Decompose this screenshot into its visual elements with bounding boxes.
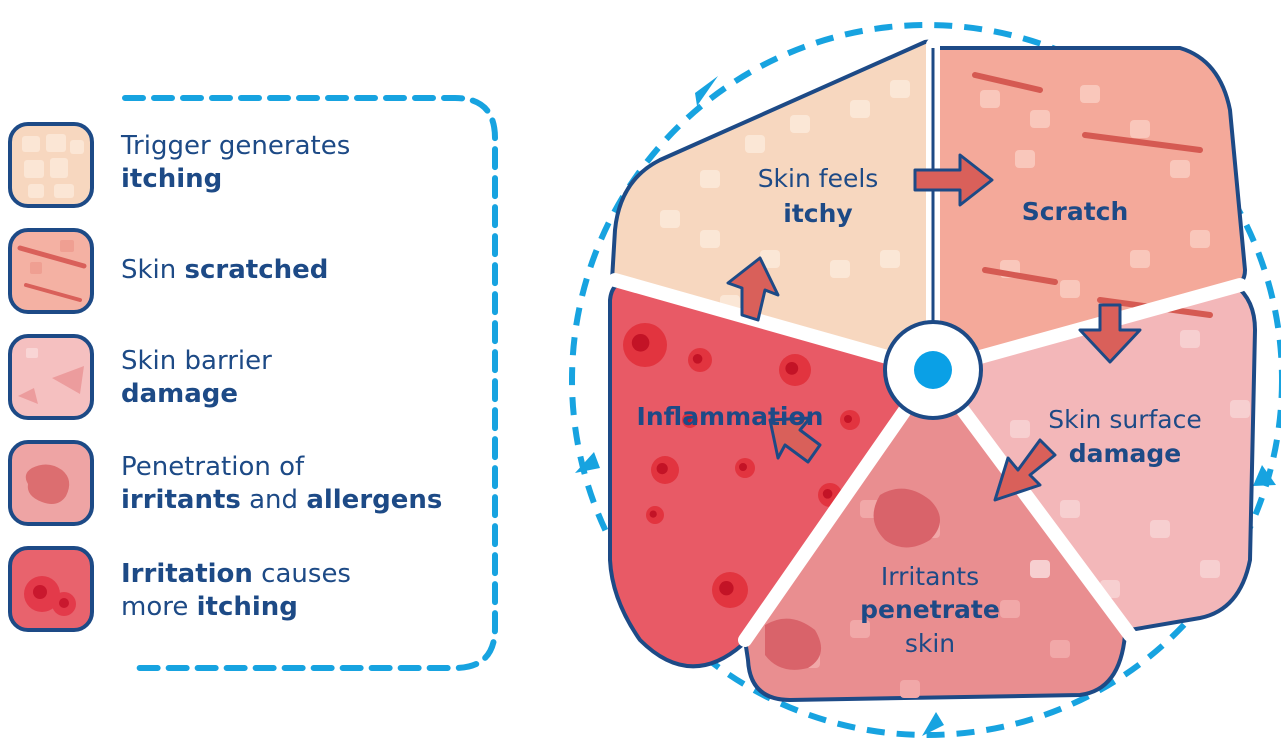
ring-arrowhead-icon	[1253, 465, 1276, 486]
skin-texture-tile	[1000, 600, 1020, 618]
skin-texture-tile	[1150, 520, 1170, 538]
inflammation-bump-core	[844, 415, 852, 423]
svg-text:penetrate: penetrate	[860, 595, 1000, 624]
inflammation-bump-core	[693, 354, 703, 364]
skin-texture-tile	[1230, 400, 1250, 418]
legend-item-trigger: Trigger generates itching	[121, 130, 491, 196]
svg-text:itchy: itchy	[783, 199, 852, 228]
skin-texture-tile	[850, 100, 870, 118]
ring-arrowhead-icon	[695, 76, 718, 106]
skin-texture-tile	[880, 250, 900, 268]
inflammation-bump-core	[739, 463, 747, 471]
legend-item-barrier: Skin barrier damage	[121, 345, 491, 411]
inflammation-bump-core	[719, 581, 733, 595]
inflammation-bump-core	[632, 334, 650, 352]
skin-texture-tile	[1130, 120, 1150, 138]
itch-scratch-cycle: Skin feels itchy Scratch Skin surface da…	[560, 0, 1281, 741]
skin-texture-tile	[1190, 230, 1210, 248]
skin-penetration-icon	[10, 442, 92, 524]
segment-label-scratch: Scratch	[1022, 197, 1129, 226]
inflammation-bump-core	[823, 489, 833, 499]
skin-texture-tile	[660, 210, 680, 228]
skin-texture-tile	[980, 90, 1000, 108]
svg-text:Irritants: Irritants	[881, 562, 979, 591]
skin-texture-tile	[790, 115, 810, 133]
inflammation-bump-core	[657, 463, 668, 474]
legend-item-penetration: Penetration of irritants and allergens	[121, 451, 491, 517]
inflammation-bump-core	[650, 510, 657, 517]
skin-texture-tile	[1015, 150, 1035, 168]
skin-texture-tile	[1200, 560, 1220, 578]
skin-texture-tile	[700, 230, 720, 248]
skin-barrier-damage-icon	[10, 336, 92, 418]
skin-texture-tile	[1060, 280, 1080, 298]
skin-texture-tile	[745, 135, 765, 153]
svg-text:Skin feels: Skin feels	[758, 164, 879, 193]
svg-text:Inflammation: Inflammation	[637, 402, 824, 431]
skin-texture-tile	[1180, 330, 1200, 348]
svg-text:Scratch: Scratch	[1022, 197, 1129, 226]
skin-texture-tile	[1030, 560, 1050, 578]
skin-texture-tile	[1030, 110, 1050, 128]
legend-item-irritation: Irritation causes more itching	[121, 558, 491, 624]
skin-irritation-icon	[10, 548, 92, 630]
skin-texture-tile	[700, 170, 720, 188]
skin-texture-tile	[1060, 500, 1080, 518]
segment-label-inflammation: Inflammation	[637, 402, 824, 431]
skin-normal-icon	[10, 124, 92, 206]
skin-texture-tile	[1130, 250, 1150, 268]
skin-texture-tile	[900, 680, 920, 698]
svg-text:Skin surface: Skin surface	[1048, 405, 1201, 434]
skin-texture-tile	[1050, 640, 1070, 658]
skin-texture-tile	[1010, 420, 1030, 438]
svg-text:skin: skin	[905, 629, 955, 658]
skin-texture-tile	[1170, 160, 1190, 178]
skin-texture-tile	[830, 260, 850, 278]
skin-scratched-icon	[10, 230, 92, 312]
skin-texture-tile	[1080, 85, 1100, 103]
svg-text:damage: damage	[1069, 439, 1182, 468]
center-dot-icon	[914, 351, 952, 389]
legend-item-scratched: Skin scratched	[121, 254, 491, 287]
inflammation-bump-core	[785, 362, 798, 375]
skin-texture-tile	[890, 80, 910, 98]
